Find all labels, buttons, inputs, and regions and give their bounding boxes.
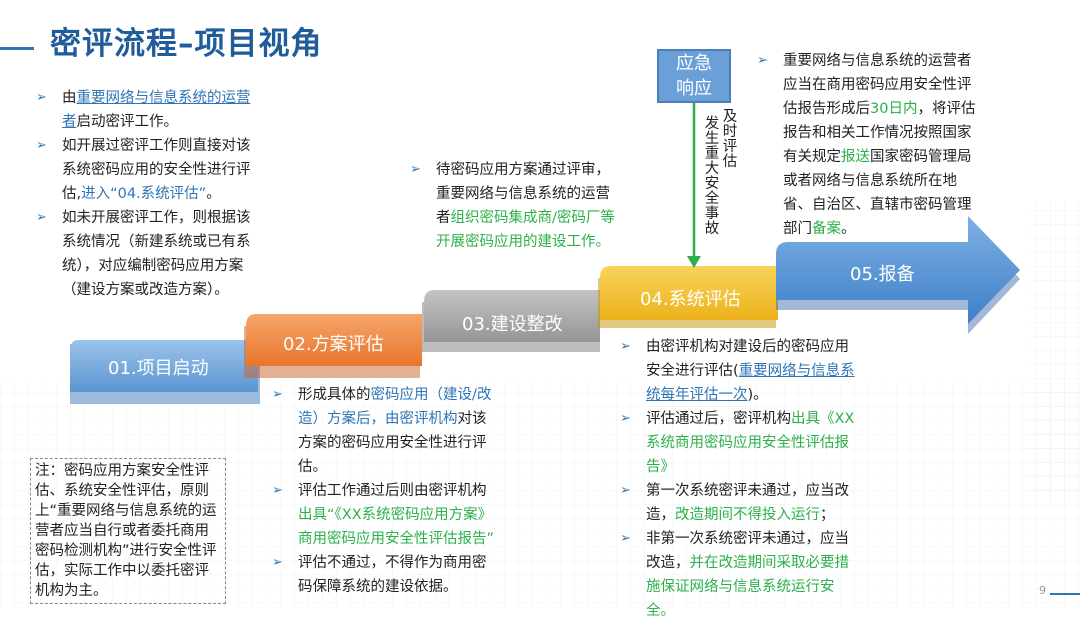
eval-bullet-1: 由密评机构对建设后的密码应用安全进行评估(重要网络与信息系统每年评估一次)。	[620, 335, 860, 407]
start-description: 由重要网络与信息系统的运营者启动密评工作。 如开展过密评工作则直接对该系统密码应…	[36, 86, 258, 302]
start-bullet-3: 如未开展密评工作，则根据该系统情况（新建系统或已有系统），对应编制密码应用方案（…	[36, 206, 258, 302]
report-description: 重要网络与信息系统的运营者应当在商用密码应用安全性评估报告形成后30日内，将评估…	[757, 49, 979, 241]
eval-bullet-2: 评估通过后，密评机构出具《XX系统商用密码应用安全性评估报告》	[620, 407, 860, 479]
step-01-label: 01.项目启动	[108, 358, 209, 379]
step-04-label: 04.系统评估	[640, 289, 741, 310]
report-bullet-1: 重要网络与信息系统的运营者应当在商用密码应用安全性评估报告形成后30日内，将评估…	[757, 49, 979, 241]
step-03-arrow	[424, 290, 600, 342]
build-bullet-1: 待密码应用方案通过评审，重要网络与信息系统的运营者组织密码集成商/密码厂等开展密…	[410, 158, 618, 254]
plan-evaluation-description: 形成具体的密码应用（建设/改造）方案后，由密评机构对该方案的密码应用安全性进行评…	[272, 383, 494, 599]
background-grid	[0, 380, 1080, 608]
step-03-label: 03.建设整改	[462, 314, 563, 335]
note-box: 注：密码应用方案安全性评估、系统安全性评估，原则上“重要网络与信息系统的运营者应…	[30, 458, 226, 604]
step-05-label: 05.报备	[850, 264, 915, 285]
emergency-arrow-head	[687, 256, 701, 268]
emergency-box-line2: 响应	[676, 78, 712, 99]
emergency-vertical-text-2: 及 时 评 估	[722, 109, 738, 170]
build-description: 待密码应用方案通过评审，重要网络与信息系统的运营者组织密码集成商/密码厂等开展密…	[410, 158, 618, 254]
start-bullet-1: 由重要网络与信息系统的运营者启动密评工作。	[36, 86, 258, 134]
title-accent-bar	[0, 47, 34, 50]
page-title: 密评流程–项目视角	[50, 26, 323, 62]
process-diagram	[0, 103, 1080, 608]
page-number: 9	[1039, 584, 1046, 597]
system-evaluation-description: 由密评机构对建设后的密码应用安全进行评估(重要网络与信息系统每年评估一次)。 评…	[620, 335, 860, 623]
emergency-box-line1: 应急	[676, 53, 712, 74]
step-02-label: 02.方案评估	[283, 334, 384, 355]
step-01-arrow	[70, 340, 258, 392]
step-05-arrow	[776, 216, 1020, 324]
start-bullet-2: 如开展过密评工作则直接对该系统密码应用的安全性进行评估,进入“04.系统评估”。	[36, 134, 258, 206]
eval-bullet-3: 第一次系统密评未通过，应当改造，改造期间不得投入运行；	[620, 479, 860, 527]
plan-bullet-1: 形成具体的密码应用（建设/改造）方案后，由密评机构对该方案的密码应用安全性进行评…	[272, 383, 494, 479]
plan-bullet-3: 评估不通过，不得作为商用密码保障系统的建设依据。	[272, 551, 494, 599]
step-02-arrow	[246, 314, 422, 366]
background-grid-right	[1030, 200, 1080, 500]
emergency-response-box: 应急 响应	[657, 49, 731, 103]
step-04-arrow	[600, 266, 778, 320]
eval-bullet-4: 非第一次系统密评未通过，应当改造，并在改造期间采取必要措施保证网络与信息系统运行…	[620, 527, 860, 623]
plan-bullet-2: 评估工作通过后则由密评机构出具“《XX系统密码应用方案》商用密码应用安全性评估报…	[272, 479, 494, 551]
emergency-vertical-text-1: 发 生 重 大 安 全 事 故	[704, 116, 720, 237]
